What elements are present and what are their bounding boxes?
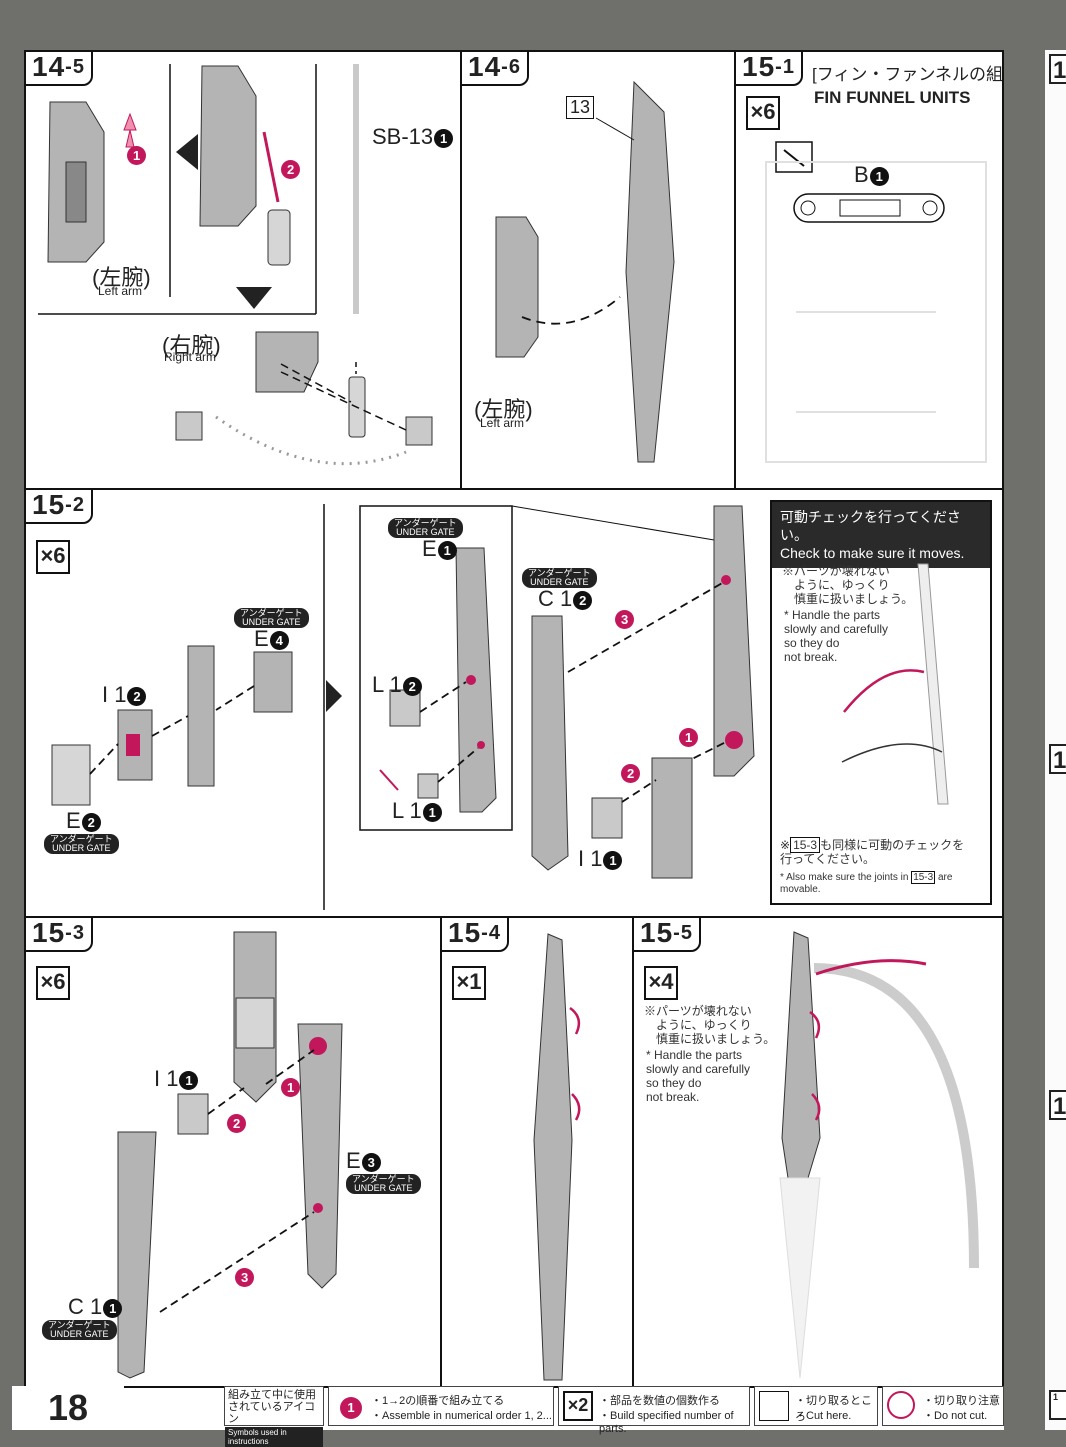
- step-14-6-illustration: [495, 80, 675, 463]
- left-arm-label-jp: (左腕): [474, 397, 533, 422]
- movement-check-box: 可動チェックを行ってください。 Check to make sure it mo…: [770, 500, 992, 905]
- step-number: 15-3: [26, 918, 93, 952]
- multiplier-badge: ×6: [36, 540, 70, 574]
- page-number: 18: [12, 1386, 124, 1430]
- care-note-jp: ※パーツが壊れない ように、ゆっくり 慎重に扱いましょう。: [782, 564, 914, 606]
- step-14-6-panel: 14-6 13 (左腕) Left arm: [460, 50, 736, 490]
- step-15-4-panel: 15-4 ×1: [440, 916, 634, 1388]
- care-note-en: * Handle the parts slowly and carefully …: [646, 1048, 751, 1104]
- step-number: 14-5: [26, 52, 93, 86]
- legend-multiplier: ×2 ・部品を数値の個数作る ・Build specified number o…: [558, 1386, 750, 1435]
- section-title-en: FIN FUNNEL UNITS: [814, 88, 971, 107]
- step-14-5-illustration: [38, 64, 433, 466]
- step-15-5-illustration: [779, 931, 979, 1379]
- step-15-5-panel: 15-5 ×4 ※パーツが壊れない ように、ゆっくり 慎重に扱いましょう。 * …: [632, 916, 1004, 1388]
- step-15-2-illustration: [51, 504, 755, 910]
- multiplier-badge: ×6: [746, 96, 780, 130]
- right-arm-label-jp: (右腕): [162, 333, 221, 358]
- left-arm-label-jp: (左腕): [92, 265, 151, 290]
- step-number: 15-1: [736, 52, 803, 86]
- legend-cut: ・切り取るところ ・Cut here.: [754, 1386, 878, 1426]
- nipper-icon: [759, 1391, 789, 1421]
- legend-order: 1 ・1→2の順番で組み立てる ・Assemble in numerical o…: [328, 1386, 554, 1426]
- legend-title: 組み立て中に使用 されているアイコン Symbols used in instr…: [224, 1386, 324, 1447]
- section-title-jp: [フィン・ファンネルの組立]: [812, 65, 1004, 84]
- step-number: 14-6: [462, 52, 529, 86]
- step-15-4-illustration: [533, 933, 581, 1381]
- next-page-step-tab: 1: [1049, 744, 1066, 774]
- multiplier-badge: ×6: [36, 966, 70, 1000]
- step-number: 15-5: [634, 918, 701, 952]
- step-15-1-panel: 15-1 [フィン・ファンネルの組立] FIN FUNNEL UNITS ×6 …: [734, 50, 1004, 490]
- multiplier-badge: ×1: [452, 966, 486, 1000]
- multiplier-badge: ×4: [644, 966, 678, 1000]
- right-arm-label-en: Right arm: [164, 350, 217, 364]
- next-page-step-tab: 1: [1049, 1390, 1066, 1420]
- step-number: 15-4: [442, 918, 509, 952]
- step-number: 15-2: [26, 490, 93, 524]
- legend-do-not-cut: ・切り取り注意 ・Do not cut.: [882, 1386, 1004, 1426]
- check-heading: 可動チェックを行ってください。 Check to make sure it mo…: [772, 502, 990, 568]
- symbol-legend: 組み立て中に使用 されているアイコン Symbols used in instr…: [60, 1386, 1004, 1447]
- check-illustration: [841, 563, 949, 805]
- no-cut-icon: [887, 1391, 915, 1419]
- care-note-jp: ※パーツが壊れない ように、ゆっくり 慎重に扱いましょう。: [644, 1004, 776, 1046]
- runner-illustration: [765, 141, 987, 463]
- next-page-edge: 1 1 1 1: [1045, 50, 1066, 1430]
- care-note-en: * Handle the parts slowly and carefully …: [784, 608, 889, 664]
- left-arm-label-en: Left arm: [480, 416, 525, 430]
- step-15-3-illustration: [117, 931, 343, 1379]
- step-14-5-panel: 14-5 1 2 (左腕) Left arm (右腕) Right arm SB…: [24, 50, 462, 490]
- next-page-step-tab: 1: [1049, 54, 1066, 84]
- left-arm-label-en: Left arm: [98, 284, 143, 298]
- callout-13: 13: [566, 96, 595, 119]
- next-page-step-tab: 1: [1049, 1090, 1066, 1120]
